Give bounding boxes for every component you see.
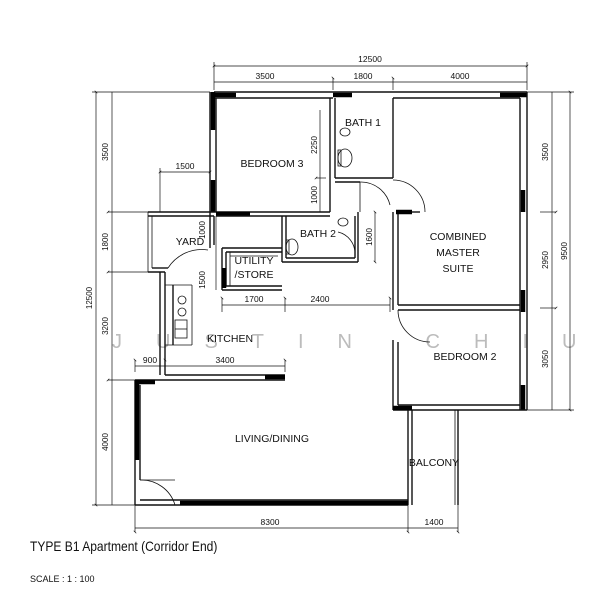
label-yard: YARD bbox=[176, 236, 205, 248]
label-kitchen: KITCHEN bbox=[207, 333, 253, 345]
dim-yard-v2: 1500 bbox=[198, 271, 207, 289]
dim-kitchen-2: 2400 bbox=[311, 294, 330, 304]
label-living-dining: LIVING/DINING bbox=[235, 433, 309, 445]
dim-left-4: 4000 bbox=[101, 433, 110, 451]
dim-yard-v1: 1000 bbox=[198, 221, 207, 239]
dim-kitchen-1: 1700 bbox=[245, 294, 264, 304]
plan-scale: SCALE : 1 : 100 bbox=[30, 574, 95, 584]
dim-right-2: 2950 bbox=[541, 251, 550, 269]
dim-bath2-v: 1600 bbox=[365, 228, 374, 246]
dim-top-1: 3500 bbox=[256, 71, 275, 81]
label-bath-2: BATH 2 bbox=[300, 228, 336, 240]
dim-right-3: 3050 bbox=[541, 350, 550, 368]
label-utility: UTILITY bbox=[234, 255, 273, 267]
dim-left-2: 1800 bbox=[101, 233, 110, 251]
dim-bottom-1: 8300 bbox=[261, 517, 280, 527]
label-master: MASTER bbox=[436, 247, 480, 259]
label-suite: SUITE bbox=[443, 263, 474, 275]
dim-bottom-2: 1400 bbox=[425, 517, 444, 527]
dim-yard-width: 1500 bbox=[176, 161, 195, 171]
dim-left-3: 3200 bbox=[101, 317, 110, 335]
dimension-lines bbox=[92, 62, 574, 534]
label-combined: COMBINED bbox=[430, 231, 487, 243]
dim-top-total: 12500 bbox=[358, 54, 382, 64]
dim-top-3: 4000 bbox=[451, 71, 470, 81]
dim-right-total: 9500 bbox=[560, 242, 569, 260]
label-bedroom-2: BEDROOM 2 bbox=[433, 351, 496, 363]
label-balcony: BALCONY bbox=[409, 457, 459, 469]
dim-bath1-v2: 1000 bbox=[310, 186, 319, 204]
dim-kitchen-3: 900 bbox=[143, 355, 157, 365]
walls bbox=[134, 91, 528, 506]
label-bath-1: BATH 1 bbox=[345, 117, 381, 129]
dim-right-1: 3500 bbox=[541, 143, 550, 161]
dim-top-2: 1800 bbox=[354, 71, 373, 81]
label-bedroom-3: BEDROOM 3 bbox=[240, 158, 303, 170]
watermark: JUSTIN CHIU bbox=[112, 331, 600, 353]
plan-title: TYPE B1 Apartment (Corridor End) bbox=[30, 538, 218, 554]
dim-kitchen-4: 3400 bbox=[216, 355, 235, 365]
dim-left-total: 12500 bbox=[85, 286, 94, 309]
dim-left-1: 3500 bbox=[101, 143, 110, 161]
dim-bath1-v1: 2250 bbox=[310, 136, 319, 154]
label-store: /STORE bbox=[235, 269, 274, 281]
